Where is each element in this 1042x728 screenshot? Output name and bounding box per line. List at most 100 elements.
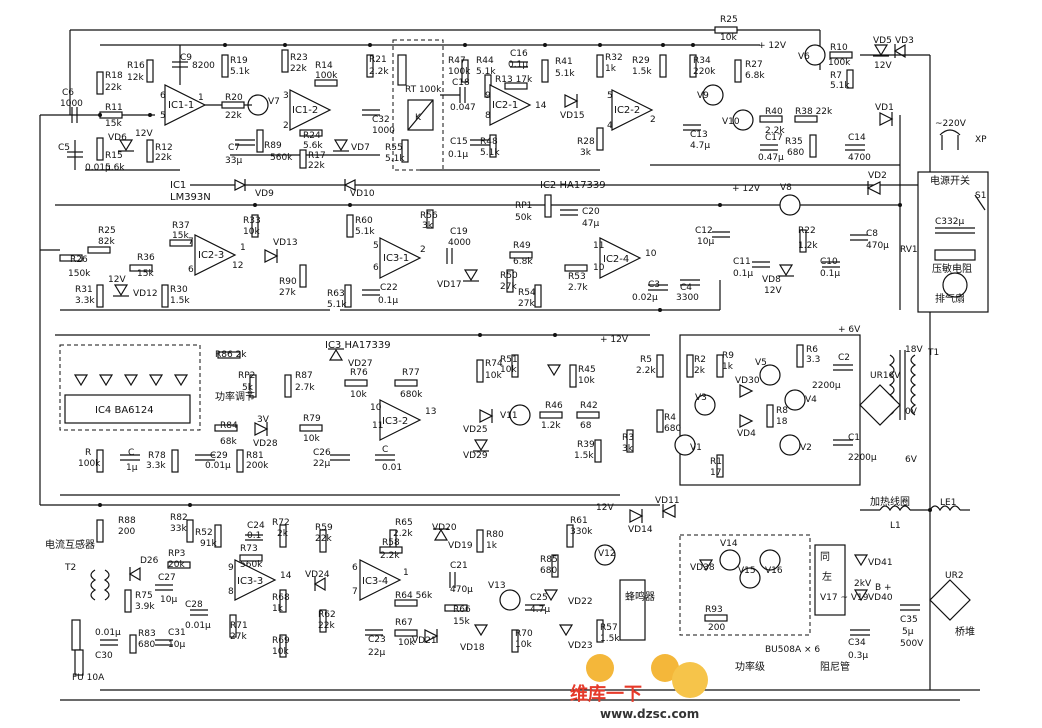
svg-text:VD5: VD5 <box>873 36 892 46</box>
svg-text:R49: R49 <box>513 241 531 251</box>
svg-text:22k: 22k <box>318 621 335 631</box>
svg-text:XP: XP <box>975 135 987 145</box>
svg-text:3.3k: 3.3k <box>75 296 95 306</box>
svg-text:R80: R80 <box>486 530 504 540</box>
svg-text:L1: L1 <box>890 521 901 531</box>
svg-text:S1: S1 <box>975 191 986 201</box>
svg-text:R26: R26 <box>70 255 88 265</box>
svg-text:V6: V6 <box>798 52 810 62</box>
svg-text:C32: C32 <box>372 115 390 125</box>
svg-text:VD10: VD10 <box>350 189 375 199</box>
svg-text:V3: V3 <box>695 393 707 403</box>
label-ic3-3: IC3-3 <box>237 576 263 587</box>
svg-text:3.3: 3.3 <box>806 355 820 365</box>
svg-text:R35: R35 <box>785 137 803 147</box>
svg-text:R90: R90 <box>279 277 297 287</box>
svg-text:220k: 220k <box>693 67 716 77</box>
svg-text:VD15: VD15 <box>560 111 585 121</box>
svg-text:R76: R76 <box>350 368 368 378</box>
svg-text:1.5k: 1.5k <box>632 67 652 77</box>
svg-text:R: R <box>85 448 91 458</box>
svg-text:R40: R40 <box>765 107 783 117</box>
svg-text:T2: T2 <box>64 563 76 573</box>
svg-text:100k: 100k <box>78 459 101 469</box>
svg-text:R29: R29 <box>632 56 650 66</box>
svg-text:R68: R68 <box>272 593 290 603</box>
svg-text:1μ: 1μ <box>126 463 138 473</box>
svg-text:R15: R15 <box>105 151 123 161</box>
svg-text:5.1k: 5.1k <box>480 148 500 158</box>
svg-text:91k: 91k <box>200 539 217 549</box>
svg-text:V1: V1 <box>690 443 702 453</box>
svg-text:VD23: VD23 <box>568 641 593 651</box>
svg-text:4700: 4700 <box>848 153 871 163</box>
svg-text:33μ: 33μ <box>225 156 242 166</box>
svg-text:12: 12 <box>232 261 243 271</box>
svg-text:R66: R66 <box>453 605 471 615</box>
ic2-3-opamp <box>194 234 237 276</box>
svg-text:1k: 1k <box>486 541 498 551</box>
ic3-1-opamp <box>379 237 422 279</box>
svg-text:R62: R62 <box>318 610 336 620</box>
driver-circuit <box>473 354 602 463</box>
svg-text:18V: 18V <box>905 345 923 355</box>
svg-text:1k: 1k <box>722 362 734 372</box>
svg-text:0.1μ: 0.1μ <box>733 269 753 279</box>
svg-text:C11: C11 <box>733 257 751 267</box>
svg-text:33k: 33k <box>170 524 187 534</box>
svg-text:R21: R21 <box>369 55 387 65</box>
svg-text:功率级: 功率级 <box>735 660 765 673</box>
svg-text:200: 200 <box>708 623 725 633</box>
svg-text:R36: R36 <box>137 253 155 263</box>
svg-text:R57: R57 <box>600 623 618 633</box>
svg-text:C30: C30 <box>95 651 113 661</box>
svg-text:68: 68 <box>580 421 592 431</box>
power-stage-box <box>679 534 811 636</box>
svg-text:VD4: VD4 <box>737 429 756 439</box>
svg-text:桥堆: 桥堆 <box>955 626 975 638</box>
ic2-2-opamp <box>611 89 654 131</box>
svg-text:R4: R4 <box>664 413 676 423</box>
svg-text:3V: 3V <box>257 415 270 425</box>
svg-text:1: 1 <box>403 568 409 578</box>
svg-text:560k: 560k <box>270 153 293 163</box>
svg-text:22k: 22k <box>105 83 122 93</box>
svg-text:5.6k: 5.6k <box>105 163 125 173</box>
ic3-2-opamp <box>379 399 422 441</box>
svg-text:15k: 15k <box>172 231 189 241</box>
svg-text:C7: C7 <box>228 143 240 153</box>
svg-text:0.1μ: 0.1μ <box>448 150 468 160</box>
svg-text:150k: 150k <box>68 269 91 279</box>
svg-text:VD25: VD25 <box>463 425 488 435</box>
svg-text:R59: R59 <box>315 523 333 533</box>
svg-text:VD8: VD8 <box>762 275 781 285</box>
svg-text:R65: R65 <box>395 518 413 528</box>
svg-text:C10: C10 <box>820 257 838 267</box>
watermark-brand: 维库一下 <box>570 683 642 705</box>
svg-text:12V: 12V <box>108 275 126 285</box>
svg-text:1.2k: 1.2k <box>798 241 818 251</box>
svg-text:R46: R46 <box>545 401 563 411</box>
svg-text:BU508A × 6: BU508A × 6 <box>765 645 820 655</box>
svg-text:560k: 560k <box>240 560 263 570</box>
svg-text:V15: V15 <box>738 566 756 576</box>
svg-text:R44: R44 <box>476 56 494 66</box>
svg-text:VD18: VD18 <box>460 643 485 653</box>
svg-text:R30: R30 <box>170 285 188 295</box>
svg-text:11: 11 <box>593 241 604 251</box>
label-ic2-2: IC2-2 <box>614 105 640 116</box>
svg-text:680: 680 <box>664 424 681 434</box>
svg-text:C5: C5 <box>58 143 70 153</box>
svg-text:10: 10 <box>370 403 382 413</box>
svg-text:R16: R16 <box>127 61 145 71</box>
svg-text:10k: 10k <box>303 434 320 444</box>
svg-text:1k: 1k <box>272 604 284 614</box>
svg-text:5: 5 <box>373 241 379 251</box>
svg-text:左: 左 <box>822 570 832 583</box>
svg-text:功率调节: 功率调节 <box>215 390 255 403</box>
svg-text:+ 12V: + 12V <box>600 335 629 345</box>
svg-text:470μ: 470μ <box>450 585 473 595</box>
svg-text:R63: R63 <box>327 289 345 299</box>
svg-text:R48: R48 <box>480 137 498 147</box>
label-ic1-2: IC1-2 <box>292 105 318 116</box>
